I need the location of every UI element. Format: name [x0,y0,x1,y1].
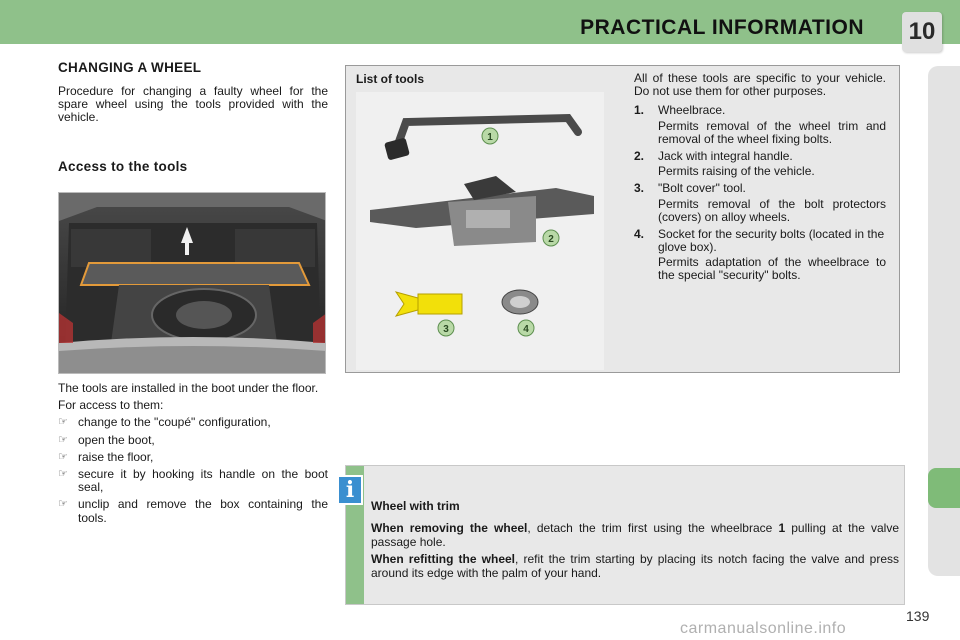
info-title: Wheel with trim [371,499,460,513]
tools-intro-text: All of these tools are specific to your … [634,71,886,99]
jack-icon [370,176,594,246]
tool-description: Permits adaptation of the wheelbrace to … [658,255,886,283]
info-content: Wheel with trim When removing the wheel,… [371,499,900,585]
tool-number: 3. [634,181,645,196]
callout-4-label: 4 [523,324,529,335]
tools-location-text: The tools are installed in the boot unde… [58,381,319,395]
tool-description: Permits removal of the wheel trim and re… [658,118,886,146]
callout-3-label: 3 [443,324,449,335]
tool-name: Socket for the security bolts (located i… [658,226,885,255]
tools-heading: List of tools [356,72,424,86]
tool-name: "Bolt cover" tool. [658,181,746,196]
page-title: PRACTICAL INFORMATION [580,16,864,39]
list-item: 3. "Bolt cover" tool. [634,182,886,195]
callout-4: 4 [517,319,535,337]
wheelbrace-icon [384,113,582,160]
intro-paragraph: Procedure for changing a faulty wheel fo… [58,84,328,125]
access-instructions: The tools are installed in the boot unde… [58,381,328,529]
header-band [0,0,960,44]
tool-name: Wheelbrace. [658,103,726,118]
tool-description: Permits raising of the vehicle. [658,164,815,179]
info-icon: i [337,475,363,505]
list-item: ☞change to the "coupé" configuration, [58,415,271,430]
boot-photo [58,192,326,374]
pointing-hand-icon: ☞ [58,433,68,446]
list-item: 1. Wheelbrace. [634,104,886,117]
chapter-badge: 10 [902,12,942,52]
list-item: ☞raise the floor, [58,449,154,464]
tool-name: Jack with integral handle. [658,148,793,163]
boot-illustration [59,193,325,373]
list-item: 2. Jack with integral handle. [634,148,886,163]
watermark: carmanualsonline.info [680,620,847,637]
tool-description: Permits removal of the bolt protectors (… [658,196,886,224]
list-item: ☞secure it by hooking its handle on the … [58,466,328,495]
tools-illustration: 1 2 3 4 [356,92,604,370]
section-heading: CHANGING A WHEEL [58,60,202,75]
left-column: CHANGING A WHEEL Procedure for changing … [58,60,328,174]
chapter-number: 10 [908,18,936,45]
page-number: 139 [906,608,930,624]
callout-3: 3 [437,319,455,337]
access-steps-list: ☞change to the "coupé" configuration, ☞o… [58,415,328,525]
callout-2: 2 [542,229,560,247]
side-tab-active-chapter[interactable] [928,468,960,508]
tools-panel: List of tools 1 2 3 [345,65,900,373]
list-item: ☞unclip and remove the box containing th… [58,497,328,525]
pointing-hand-icon: ☞ [58,467,68,480]
access-lead-text: For access to them: [58,398,164,413]
tools-list: All of these tools are specific to your … [634,71,886,287]
bolt-cover-tool-icon [394,291,463,317]
info-refitting-paragraph: When refitting the wheel, refit the trim… [371,552,900,581]
list-item: 4. Socket for the security bolts (locate… [634,226,886,255]
list-item: ☞open the boot, [58,432,155,447]
info-removing-paragraph: When removing the wheel, detach the trim… [371,520,899,549]
subsection-heading: Access to the tools [58,158,188,174]
callout-1-label: 1 [487,132,493,143]
tool-number: 4. [634,226,645,241]
pointing-hand-icon: ☞ [58,498,68,511]
tool-number: 2. [634,148,645,163]
socket-icon [501,289,539,315]
pointing-hand-icon: ☞ [58,450,68,463]
tool-number: 1. [634,103,645,118]
callout-1: 1 [481,127,499,145]
pointing-hand-icon: ☞ [58,416,68,429]
callout-2-label: 2 [548,234,554,245]
info-panel: Wheel with trim When removing the wheel,… [345,465,905,605]
